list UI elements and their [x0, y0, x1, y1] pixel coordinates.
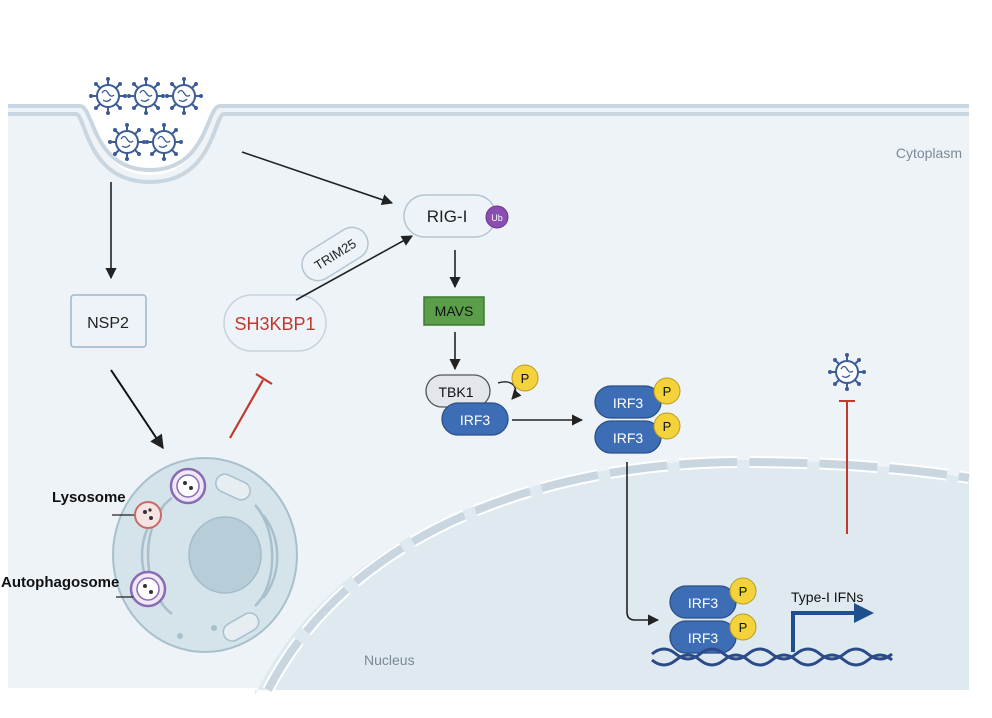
mavs-node: MAVS — [423, 296, 485, 326]
autophagosome-top — [169, 467, 207, 505]
irf3-label: IRF3 — [613, 395, 644, 411]
transcription-arrow — [791, 603, 874, 652]
lysosome-organelle — [134, 501, 162, 529]
p-label: P — [739, 584, 748, 599]
lysosome-label: Lysosome — [52, 489, 126, 506]
inhibition-sh3kbp1 — [229, 373, 273, 439]
ub-label: Ub — [491, 213, 503, 223]
plasma-membrane — [8, 0, 969, 175]
nsp2-label: NSP2 — [87, 315, 129, 332]
virus-right — [827, 352, 867, 392]
nuclear-pores — [264, 457, 970, 692]
p-label: P — [521, 371, 530, 386]
arrow-nsp2-to-autophagy — [110, 369, 164, 450]
p-label: P — [663, 384, 672, 399]
nucleus-region — [255, 460, 969, 695]
irf3-dimer-cytoplasm: IRF3 IRF3 P P — [594, 377, 681, 454]
irf3-label: IRF3 — [613, 430, 644, 446]
p-label: P — [739, 620, 748, 635]
arrow-virus-to-rigi — [241, 151, 394, 206]
sh3kbp1-node: SH3KBP1 — [223, 294, 327, 352]
p-label: P — [663, 419, 672, 434]
rigi-label: RIG-I — [427, 207, 468, 226]
host-cell-autophagy — [112, 457, 298, 653]
tbk1-label: TBK1 — [438, 384, 473, 400]
rigi-node: RIG-I Ub — [403, 194, 509, 238]
irf3-node-unphospho: IRF3 — [441, 402, 509, 436]
mavs-label: MAVS — [435, 303, 474, 319]
irf3-dimer-nucleus: IRF3 IRF3 P P — [669, 577, 757, 654]
nucleus-label: Nucleus — [364, 652, 415, 668]
irf3-label: IRF3 — [688, 595, 719, 611]
autophagosome-label: Autophagosome — [1, 574, 119, 591]
nsp2-node: NSP2 — [70, 294, 147, 348]
dna-helix — [651, 647, 893, 667]
cell-nucleus — [188, 516, 262, 594]
arrow-irf3-nuclear-translocation — [626, 462, 660, 626]
irf3-label: IRF3 — [460, 412, 491, 428]
tbk1-node: TBK1 — [425, 374, 491, 408]
inhibition-ifn-to-virus — [839, 400, 855, 534]
type-i-ifns-label: Type-I IFNs — [791, 589, 863, 605]
membrane-outer — [8, 104, 969, 173]
phospho-p-free: P — [511, 364, 539, 392]
irf3-label: IRF3 — [688, 630, 719, 646]
membrane-inner — [8, 112, 969, 185]
ubiquitin-badge — [485, 205, 509, 229]
arrow-sh3kbp1-to-rigi — [295, 235, 413, 301]
autophagosome-organelle — [129, 570, 167, 608]
sh3kbp1-label: SH3KBP1 — [234, 314, 315, 334]
cytoplasm-label: Cytoplasm — [896, 145, 962, 161]
